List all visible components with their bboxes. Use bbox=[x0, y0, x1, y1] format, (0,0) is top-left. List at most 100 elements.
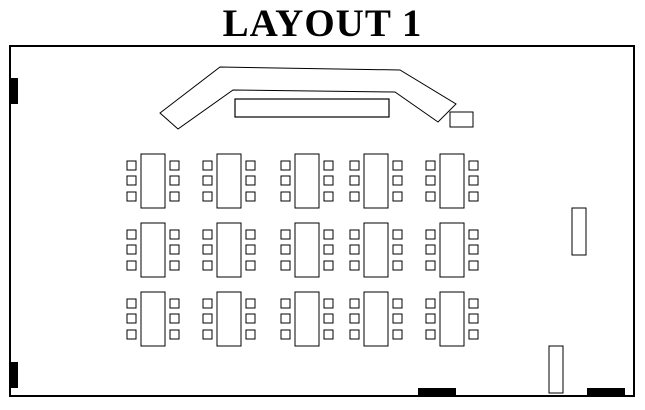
chair bbox=[468, 175, 479, 186]
side-table-bottom-right bbox=[548, 345, 564, 394]
chair bbox=[349, 260, 360, 271]
chair bbox=[392, 191, 403, 202]
chair bbox=[126, 313, 137, 324]
chair bbox=[126, 244, 137, 255]
chair bbox=[245, 175, 256, 186]
chair bbox=[245, 191, 256, 202]
table bbox=[363, 222, 389, 278]
chair bbox=[392, 329, 403, 340]
chair bbox=[349, 191, 360, 202]
chair bbox=[425, 175, 436, 186]
chair bbox=[169, 229, 180, 240]
chair bbox=[323, 244, 334, 255]
chair bbox=[280, 244, 291, 255]
chair bbox=[202, 329, 213, 340]
chair bbox=[323, 175, 334, 186]
chair bbox=[169, 329, 180, 340]
chair bbox=[349, 298, 360, 309]
table bbox=[294, 291, 320, 347]
chair bbox=[349, 313, 360, 324]
chair bbox=[392, 244, 403, 255]
room-outline bbox=[9, 45, 635, 397]
table bbox=[294, 153, 320, 209]
chair bbox=[245, 229, 256, 240]
chair bbox=[169, 175, 180, 186]
chair bbox=[202, 260, 213, 271]
chair bbox=[468, 298, 479, 309]
chair bbox=[245, 160, 256, 171]
stage-platform bbox=[159, 66, 457, 130]
chair bbox=[280, 260, 291, 271]
chair bbox=[349, 244, 360, 255]
chair bbox=[349, 329, 360, 340]
door-bottom-middle bbox=[418, 388, 456, 397]
chair bbox=[392, 229, 403, 240]
chair bbox=[468, 329, 479, 340]
table bbox=[439, 222, 465, 278]
door-left-bottom bbox=[9, 362, 18, 388]
chair bbox=[468, 313, 479, 324]
chair bbox=[245, 298, 256, 309]
chair bbox=[280, 313, 291, 324]
table bbox=[140, 291, 166, 347]
chair bbox=[280, 160, 291, 171]
table bbox=[439, 153, 465, 209]
chair bbox=[323, 191, 334, 202]
chair bbox=[425, 160, 436, 171]
chair bbox=[323, 260, 334, 271]
chair bbox=[126, 298, 137, 309]
chair bbox=[169, 191, 180, 202]
chair bbox=[202, 160, 213, 171]
table bbox=[363, 153, 389, 209]
chair bbox=[425, 313, 436, 324]
chair bbox=[280, 191, 291, 202]
table bbox=[140, 222, 166, 278]
table bbox=[216, 291, 242, 347]
chair bbox=[323, 229, 334, 240]
chair bbox=[468, 160, 479, 171]
chair bbox=[202, 298, 213, 309]
classroom-tables bbox=[126, 153, 479, 347]
chair bbox=[392, 175, 403, 186]
chair bbox=[126, 329, 137, 340]
chair bbox=[169, 298, 180, 309]
table bbox=[140, 153, 166, 209]
chair bbox=[169, 313, 180, 324]
chair bbox=[468, 229, 479, 240]
chair bbox=[280, 298, 291, 309]
screen bbox=[234, 98, 390, 118]
chair bbox=[323, 298, 334, 309]
chair bbox=[169, 244, 180, 255]
table bbox=[363, 291, 389, 347]
chair bbox=[425, 244, 436, 255]
chair bbox=[468, 191, 479, 202]
chair bbox=[245, 260, 256, 271]
chair bbox=[126, 260, 137, 271]
chair bbox=[126, 175, 137, 186]
table bbox=[439, 291, 465, 347]
chair bbox=[126, 229, 137, 240]
chair bbox=[126, 160, 137, 171]
chair bbox=[349, 160, 360, 171]
chair bbox=[202, 313, 213, 324]
chair bbox=[280, 175, 291, 186]
chair bbox=[245, 329, 256, 340]
chair bbox=[392, 260, 403, 271]
chair bbox=[425, 298, 436, 309]
table bbox=[216, 222, 242, 278]
table bbox=[294, 222, 320, 278]
chair bbox=[468, 260, 479, 271]
door-left-top bbox=[9, 78, 18, 104]
chair bbox=[202, 175, 213, 186]
chair bbox=[425, 260, 436, 271]
chair bbox=[468, 244, 479, 255]
chair bbox=[245, 313, 256, 324]
chair bbox=[126, 191, 137, 202]
chair bbox=[323, 160, 334, 171]
podium bbox=[449, 111, 474, 128]
chair bbox=[425, 329, 436, 340]
chair bbox=[280, 329, 291, 340]
chair bbox=[280, 229, 291, 240]
chair bbox=[349, 229, 360, 240]
